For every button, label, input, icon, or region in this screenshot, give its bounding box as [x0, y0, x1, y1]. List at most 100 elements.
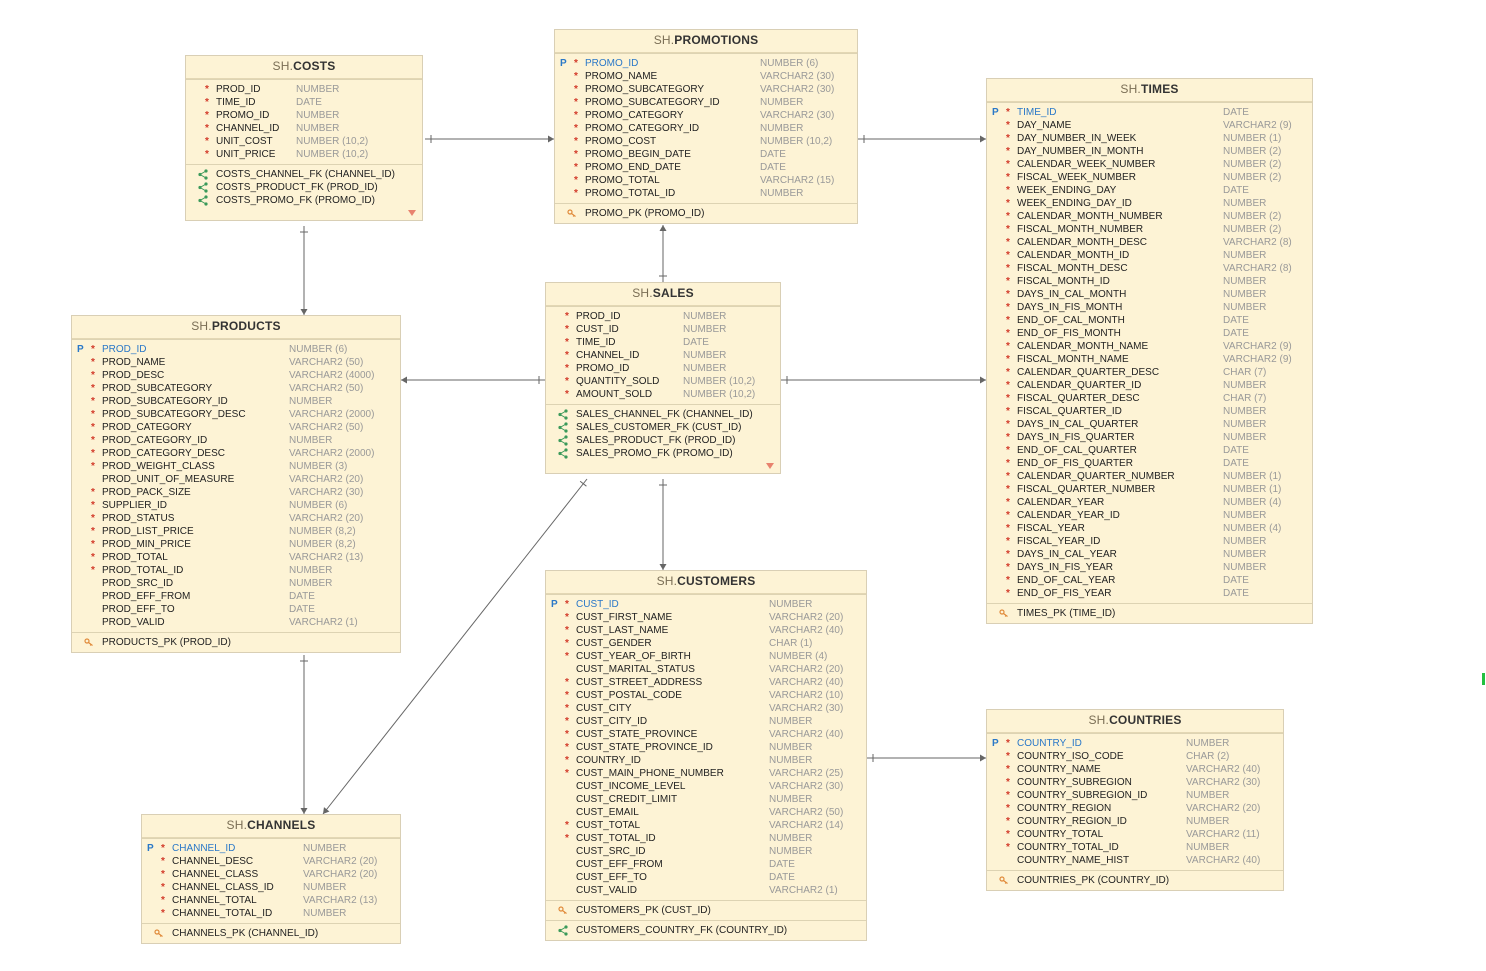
primary-key-row[interactable]: PROMO_PK (PROMO_ID) — [555, 207, 857, 220]
relationship-promotions-times[interactable] — [858, 135, 986, 143]
relationship-products-channels[interactable] — [300, 655, 308, 814]
relationship-sales-customers[interactable] — [659, 479, 667, 570]
foreign-key-row[interactable]: CUSTOMERS_COUNTRY_FK (COUNTRY_ID) — [546, 924, 866, 937]
foreign-key-row[interactable]: SALES_PROMO_FK (PROMO_ID) — [546, 447, 780, 460]
primary-key-row[interactable]: CUSTOMERS_PK (CUST_ID) — [546, 904, 866, 917]
foreign-key-row[interactable]: COSTS_CHANNEL_FK (CHANNEL_ID) — [186, 168, 422, 181]
relationship-sales-products[interactable] — [401, 376, 545, 384]
primary-key-row[interactable]: COUNTRIES_PK (COUNTRY_ID) — [987, 874, 1283, 887]
relationship-sales-times[interactable] — [781, 376, 986, 384]
primary-key-row[interactable]: PRODUCTS_PK (PROD_ID) — [72, 636, 400, 649]
foreign-key-row[interactable]: COSTS_PRODUCT_FK (PROD_ID) — [186, 181, 422, 194]
collapse-triangle-icon[interactable] — [766, 463, 774, 469]
relationship-costs-products[interactable] — [300, 226, 308, 315]
foreign-key-row[interactable]: SALES_CHANNEL_FK (CHANNEL_ID) — [546, 408, 780, 421]
table-title[interactable]: SH.PROMOTIONS — [555, 30, 857, 53]
relationship-costs-promotions[interactable] — [425, 135, 554, 143]
table-title[interactable]: SH.CHANNELS — [142, 815, 400, 838]
table-title[interactable]: SH.TIMES — [987, 79, 1312, 102]
